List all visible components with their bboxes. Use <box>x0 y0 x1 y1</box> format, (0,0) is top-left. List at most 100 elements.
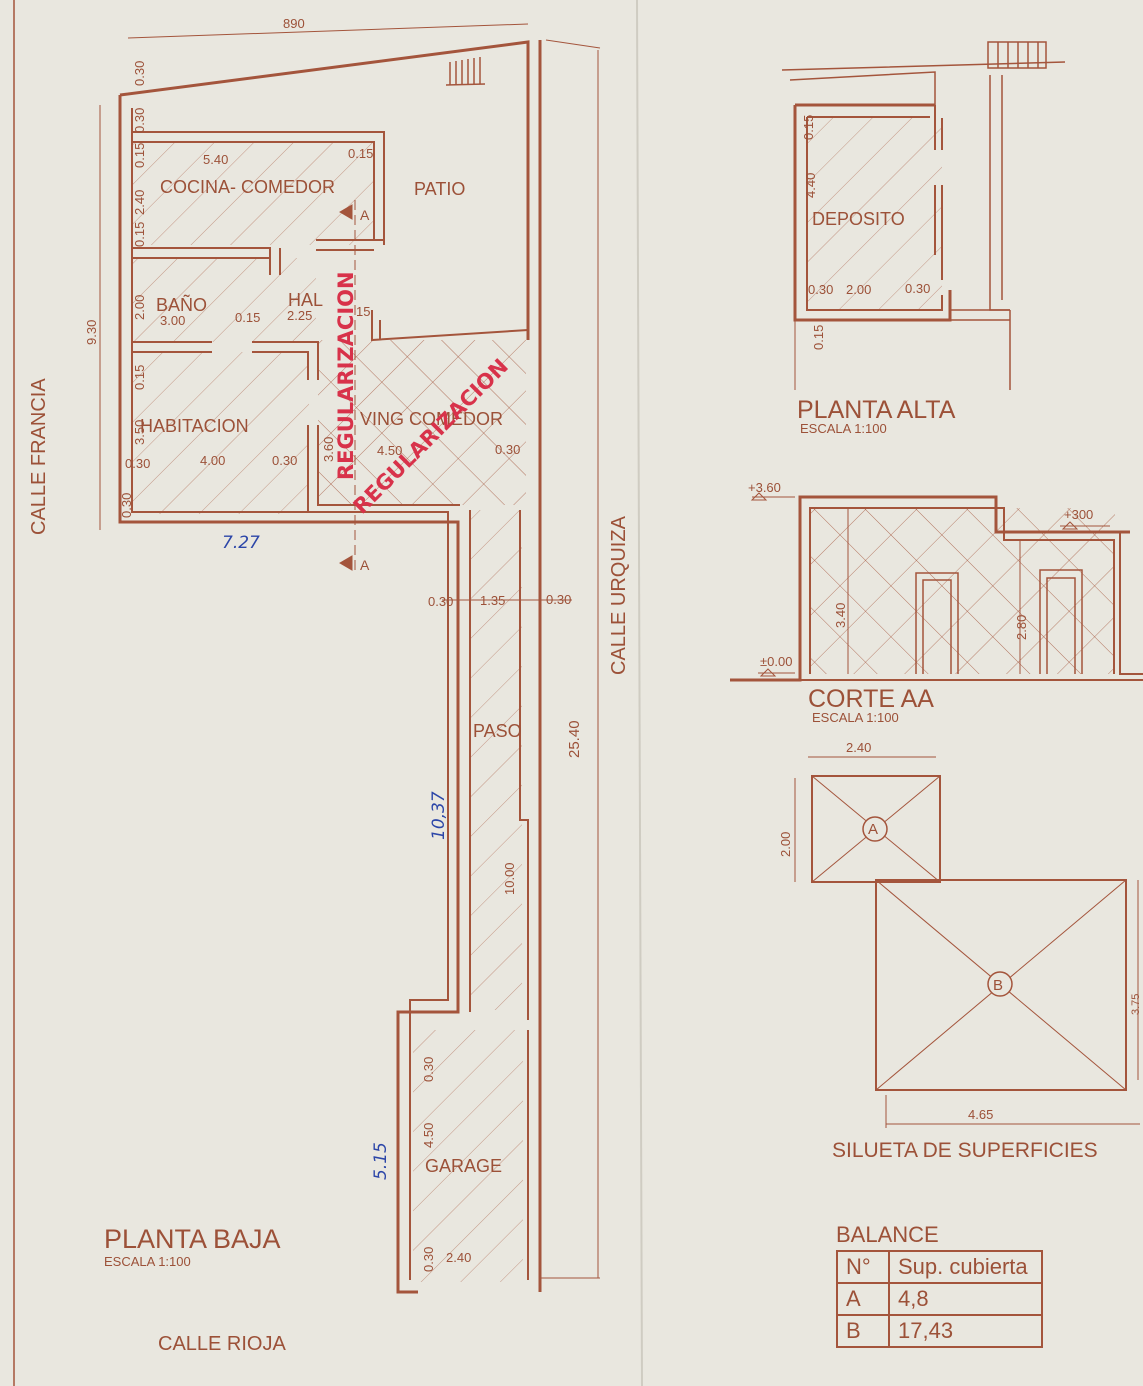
handwritten-garage-length: 5.15 <box>371 1142 391 1180</box>
hall-wall <box>252 341 319 380</box>
dim-label: 3.00 <box>160 313 185 328</box>
ground-floor-scale: ESCALA 1:100 <box>104 1254 191 1269</box>
dim-label: 2.40 <box>132 190 147 215</box>
bath-wall <box>132 341 212 353</box>
living-crosshatch <box>318 340 526 505</box>
upper-context-walls-2 <box>950 309 1011 390</box>
section-mark-top: A <box>360 207 370 223</box>
balance-table: N° Sup. cubierta A 4,8 B 17,43 <box>836 1250 1043 1348</box>
section-door-2 <box>1039 569 1083 674</box>
exterior-wall-west <box>118 95 460 1294</box>
balance-header-surface: Sup. cubierta <box>888 1250 1043 1284</box>
surface-a-label: A <box>868 821 878 838</box>
room-label-hall: HAL <box>288 290 323 310</box>
balance-cell-area: 4,8 <box>888 1282 1043 1316</box>
section-crosshatch <box>810 508 1115 674</box>
balance-cell-area: 17,43 <box>888 1314 1043 1348</box>
dim-passage-length: 10.00 <box>502 862 517 895</box>
bath-hall-hatch <box>131 258 316 342</box>
ground-floor-plan <box>99 23 601 1294</box>
stairs-icon <box>445 57 486 86</box>
garage-hatch <box>413 1030 523 1282</box>
dim-label: 0.30 <box>428 594 453 609</box>
section-outline <box>730 495 1130 682</box>
room-label-bath: BAÑO <box>156 294 207 315</box>
surface-b-label: B <box>993 977 1003 994</box>
surface-b-marker <box>987 971 1013 997</box>
level-label-zero: ±0.00 <box>760 654 792 669</box>
dim-label: 0.15 <box>348 146 373 161</box>
room-label-passage: PASO <box>473 721 522 741</box>
passage-walls <box>469 510 529 1020</box>
surface-a-height: 2.00 <box>778 832 793 857</box>
balance-header-row: N° Sup. cubierta <box>836 1250 1043 1284</box>
room-label-garage: GARAGE <box>425 1156 502 1176</box>
dim-total-length: 25.40 <box>566 720 583 758</box>
dim-label: 3.40 <box>833 603 848 628</box>
section-arrow-top <box>339 204 353 220</box>
dim-label: 0.30 <box>905 281 930 296</box>
dim-label: 4.50 <box>377 443 402 458</box>
dim-label: 0.30 <box>132 108 147 133</box>
bedroom-wall <box>307 425 460 512</box>
table-row: B 17,43 <box>836 1314 1043 1348</box>
kitchen-wall-right <box>316 239 384 251</box>
level-marker-top <box>750 492 795 501</box>
dim-label: 0.15 <box>811 325 826 350</box>
dim-label: 2.80 <box>1014 615 1029 640</box>
street-label-right: CALLE URQUIZA <box>608 515 630 675</box>
section-aa-drawing <box>730 492 1143 682</box>
dim-top-width: 890 <box>283 16 305 31</box>
deposit-inner-wall <box>806 116 943 311</box>
surface-b-height: 3.75 <box>1130 994 1142 1015</box>
level-marker-zero <box>758 668 795 677</box>
dim-label: 15 <box>356 304 370 319</box>
dim-label: 2.40 <box>446 1250 471 1265</box>
handwritten-passage-length: 10,37 <box>429 791 449 840</box>
dim-label: 3.50 <box>132 420 147 445</box>
level-label-mid: +300 <box>1064 507 1093 522</box>
dim-left-total: 9.30 <box>84 320 99 345</box>
garage-wall-east <box>527 1030 541 1292</box>
right-dim-extension <box>545 39 601 49</box>
dim-label: 2.25 <box>287 308 312 323</box>
room-label-living: VING COMEDOR <box>360 409 503 429</box>
dim-label: 0.30 <box>546 592 571 607</box>
deposit-outer-wall <box>793 103 952 322</box>
top-dim-line <box>127 23 529 39</box>
dim-label: 1.35 <box>480 593 505 608</box>
upper-floor-scale: ESCALA 1:100 <box>800 421 887 436</box>
dim-label: 0.30 <box>808 282 833 297</box>
patio-wall <box>371 310 529 342</box>
section-title: CORTE AA <box>808 685 934 713</box>
dim-label: 0.30 <box>272 453 297 468</box>
dim-label: 0.15 <box>132 143 147 168</box>
table-row: A 4,8 <box>836 1282 1043 1316</box>
silhouette-title: SILUETA DE SUPERFICIES <box>832 1139 1098 1162</box>
kitchen-hatch <box>131 141 375 245</box>
dim-label: 0.15 <box>132 222 147 247</box>
dim-label: 5.40 <box>203 152 228 167</box>
ground-floor-title: PLANTA BAJA <box>104 1224 281 1254</box>
level-marker-mid <box>1060 521 1110 530</box>
kitchen-wall-top <box>132 131 385 245</box>
upper-context-walls <box>781 61 1066 311</box>
surfaces-silhouette <box>794 756 1140 1128</box>
surface-b-width: 4.65 <box>968 1107 993 1122</box>
dim-label: 4.50 <box>421 1123 436 1148</box>
handwritten-width: 7.27 <box>222 533 260 553</box>
balance-header-number: N° <box>836 1250 890 1284</box>
dim-label: 3.60 <box>321 437 336 462</box>
balance-cell-id: A <box>836 1282 890 1316</box>
deposit-right-wall <box>934 105 943 280</box>
dim-label: 0.30 <box>119 493 134 518</box>
dim-label: 0.30 <box>125 456 150 471</box>
section-arrow-bottom <box>339 555 353 571</box>
dim-label: 0.15 <box>235 310 260 325</box>
dim-label: 2.00 <box>846 282 871 297</box>
room-label-kitchen: COCINA- COMEDOR <box>160 177 335 197</box>
dim-label: 0.30 <box>421 1247 436 1272</box>
dim-label: 4.40 <box>803 173 818 198</box>
fold-line <box>636 0 643 1386</box>
